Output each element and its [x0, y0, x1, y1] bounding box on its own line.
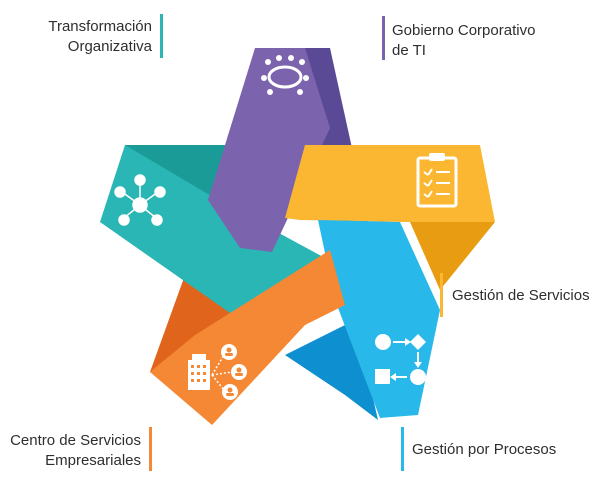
label-transformacion: Transformación Organizativa [48, 18, 152, 55]
yellow-ribbon-shadow [410, 222, 495, 290]
yellow-ribbon [285, 145, 495, 222]
label-gobierno: Gobierno Corporativo de TI [392, 22, 536, 59]
boardroom-table-icon [261, 55, 309, 95]
label-centro: Centro de Servicios Empresariales [10, 432, 141, 469]
label-procesos: Gestión por Procesos [412, 441, 557, 458]
servicios-accent-bar [440, 273, 443, 317]
transformacion-accent-bar [160, 14, 163, 58]
clipboard-checklist-icon [416, 153, 458, 208]
network-people-icon [114, 174, 166, 226]
purple-ribbon [208, 48, 330, 252]
building-people-icon [188, 344, 247, 400]
centro-accent-bar [149, 427, 152, 471]
procesos-accent-bar [401, 427, 404, 471]
gobierno-accent-bar [382, 16, 385, 60]
process-flow-icon [375, 334, 426, 385]
label-servicios: Gestión de Servicios [452, 287, 590, 304]
teal-ribbon-shadow [125, 145, 228, 205]
blue-ribbon [318, 220, 440, 418]
